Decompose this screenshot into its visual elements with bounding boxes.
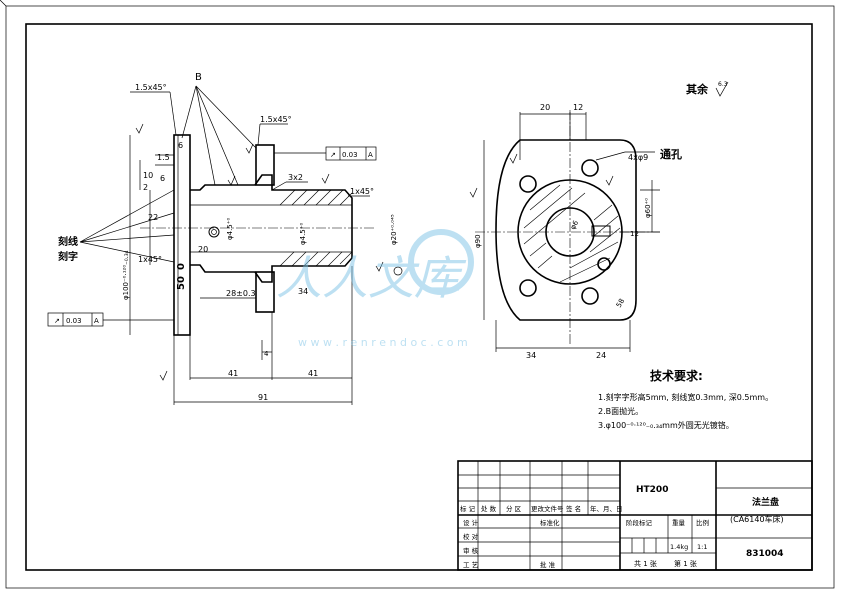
tech-item-3: 3.φ100⁻⁰·¹²⁰₋₀.₃₄mm外圆无光镀铬。 [598, 420, 734, 430]
dim-6b: 6 [160, 174, 165, 183]
part-subtitle: (CA6140车床) [730, 514, 784, 524]
scale-value: 1:1 [697, 543, 707, 551]
tech-requirements: 技术要求: 1.刻字字形高5mm, 刻线宽0.3mm, 深0.5mm。 2.B面… [598, 368, 773, 430]
dim-phi60: φ60⁺⁰ [644, 198, 652, 218]
label-50: 50 [176, 276, 187, 290]
label-b: B [195, 72, 202, 83]
roughness-icon [715, 81, 729, 97]
runout-icon: ↗ [330, 151, 336, 159]
roughness-value: 6.3 [718, 81, 728, 88]
dim-1-5: 1.5 [157, 153, 170, 162]
dim-2: 2 [143, 183, 148, 192]
bolt-hole [581, 159, 599, 177]
hatching [279, 189, 353, 267]
tb-scale: 比例 [696, 518, 709, 527]
dim-d45b: φ4.5⁺⁰ [299, 223, 307, 245]
flange-outline [495, 139, 637, 321]
dim-22: 22 [148, 213, 158, 222]
tb-label-count: 处 数 [481, 504, 497, 513]
tb-label-change: 更改文件号 [531, 504, 564, 513]
dim-6a: 6 [178, 141, 183, 150]
groove-label: 3x2 [288, 173, 303, 182]
dim-right-24: 24 [596, 351, 606, 360]
tb-std: 标准化 [540, 518, 560, 527]
dim-41b: 41 [308, 369, 318, 378]
dim-right-20: 20 [540, 103, 550, 112]
tb-approve: 批 准 [540, 560, 556, 569]
outer-border [5, 5, 835, 589]
label-0: 0 [176, 263, 187, 270]
tech-item-2: 2.B面抛光。 [598, 406, 643, 416]
drawing-number: 831004 [746, 549, 784, 559]
dim-10: 10 [143, 171, 153, 180]
tech-item-1: 1.刻字字形高5mm, 刻线宽0.3mm, 深0.5mm。 [598, 392, 773, 402]
part-name: 法兰盘 [752, 496, 779, 508]
dim-28: 28±0.3 [226, 289, 256, 298]
watermark-url: w w w . r e n r e n d o c . c o m [298, 336, 468, 349]
dim-phi6: φ6 [569, 219, 581, 231]
dim-4: 4 [264, 350, 269, 358]
bolt-hole [581, 287, 599, 305]
dim-d45a: φ4.5⁺⁰ [226, 218, 234, 240]
tb-label-sign: 签 名 [566, 504, 581, 513]
chamfer-mid-label: 1x45° [350, 187, 374, 196]
material: HT200 [636, 485, 668, 495]
tb-weight: 重量 [672, 519, 686, 527]
dim-20: 20 [198, 245, 208, 254]
weight-value: 1.4kg [670, 543, 688, 551]
tb-process: 工 艺 [463, 561, 479, 569]
tolerance-value-1: 0.03 [342, 151, 358, 159]
left-section-view: B 1.5x45° 1.5x45° 3x2 1x45° 1x45° 1.5 6 … [47, 72, 403, 405]
chamfer-bottom-label: 1x45° [138, 255, 162, 264]
tech-title: 技术要求: [650, 368, 703, 383]
inner-border [25, 23, 813, 571]
tb-check: 校 对 [463, 532, 479, 541]
dim-right-34: 34 [526, 351, 536, 360]
bolt-hole [597, 257, 611, 271]
bolt-hole [519, 279, 537, 297]
tb-label-date: 年、月、日 [590, 504, 623, 513]
dim-d100: φ100⁻⁰·¹²⁰₋₀.₃₄ [122, 250, 130, 300]
right-hatching [523, 184, 621, 283]
bolt-hole [519, 175, 537, 193]
holes-label: 4xφ9 [628, 153, 648, 162]
dim-right-12: 12 [573, 103, 583, 112]
sheet-total: 共 1 张 [634, 559, 657, 568]
watermark-logo-icon [408, 229, 474, 295]
tb-design: 设 计 [463, 518, 479, 527]
tb-review: 审 核 [463, 546, 479, 555]
runout-icon: ↗ [54, 317, 60, 325]
tolerance-value-2: 0.03 [66, 317, 82, 325]
dim-41a: 41 [228, 369, 238, 378]
right-end-view: 20 12 34 24 φ90 φ60⁺⁰ φ6 58 12 4xφ9 通孔 [469, 103, 682, 360]
flange-plate [173, 134, 191, 336]
dim-phi90: φ90 [474, 234, 482, 248]
dim-91: 91 [258, 393, 268, 402]
watermark: 人人文库 w w w . r e n r e n d o c . c o m [276, 229, 474, 349]
roughness-note: 其余 [686, 82, 709, 96]
engrave-label: 刻字 [58, 250, 78, 263]
dim-34: 34 [298, 287, 308, 296]
dim-58: 58 [615, 297, 626, 309]
sheet-current: 第 1 张 [674, 559, 697, 568]
watermark-text: 人人文库 [276, 251, 467, 305]
tolerance-datum-1: A [368, 151, 373, 159]
chamfer-top-label: 1.5x45° [135, 83, 167, 92]
title-block: HT200 法兰盘 (CA6140车床) 831004 标 记 处 数 分 区 … [457, 460, 813, 571]
tb-stage: 阶段标记 [626, 518, 653, 527]
dim-d20: φ20⁺⁰·⁰⁴⁵ [390, 214, 398, 245]
through-hole-label: 通孔 [660, 148, 682, 161]
tb-label-mark: 标 记 [460, 504, 476, 513]
mark-line-label: 刻线 [58, 235, 78, 248]
tb-label-zone: 分 区 [506, 504, 522, 513]
tolerance-datum-2: A [94, 317, 99, 325]
dim-right-12b: 12 [630, 230, 639, 238]
chamfer-right-label: 1.5x45° [260, 115, 292, 124]
